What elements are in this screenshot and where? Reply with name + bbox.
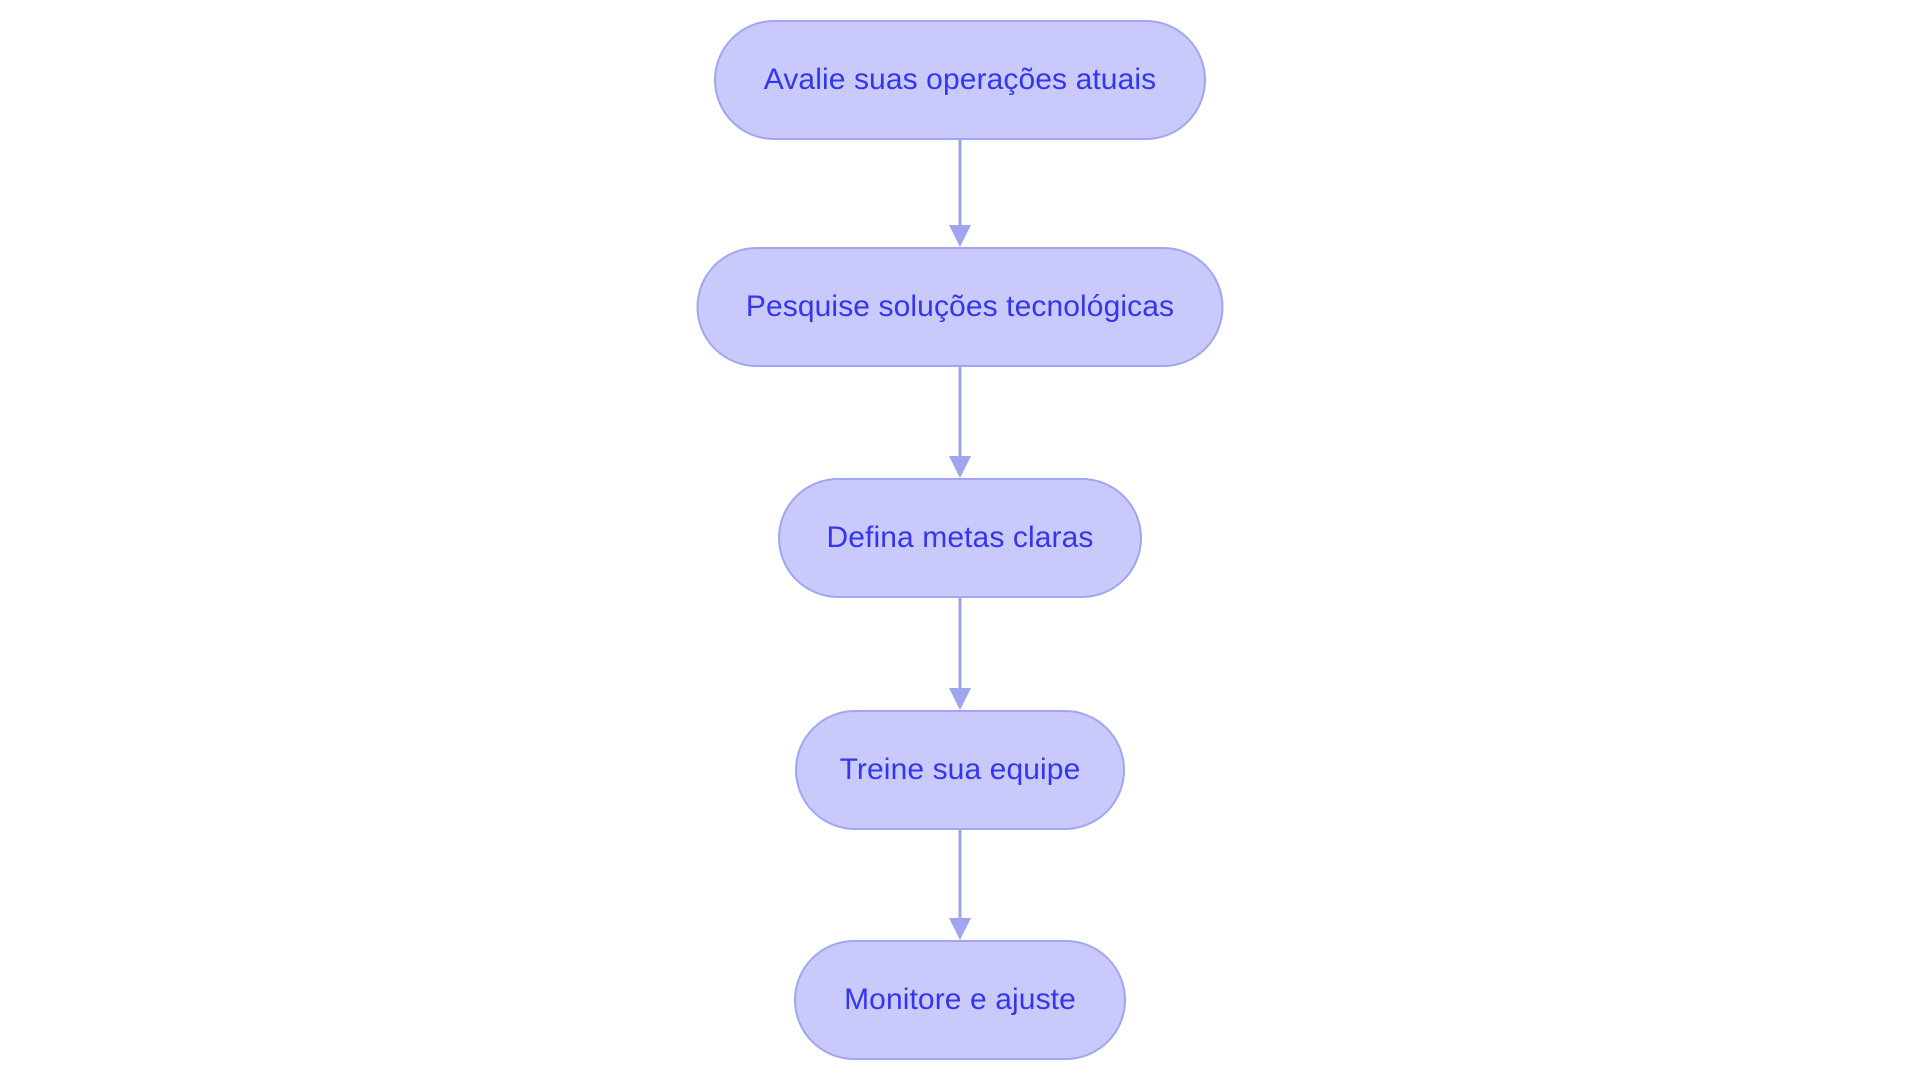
flowchart-node-3[interactable]: Defina metas claras	[778, 478, 1142, 598]
flowchart-connector-4-to-5	[948, 830, 972, 940]
flowchart-node-5[interactable]: Monitore e ajuste	[794, 940, 1126, 1060]
flowchart-node-3-label: Defina metas claras	[826, 521, 1094, 554]
flowchart-node-1[interactable]: Avalie suas operações atuais	[714, 20, 1206, 140]
arrow-down-icon	[949, 456, 971, 478]
connector-line	[958, 598, 962, 688]
connector-line	[958, 140, 962, 225]
arrow-down-icon	[949, 688, 971, 710]
arrow-down-icon	[949, 918, 971, 940]
flowchart-connector-1-to-2	[948, 140, 972, 247]
connector-line	[958, 367, 962, 456]
flowchart-connector-2-to-3	[948, 367, 972, 478]
arrow-down-icon	[949, 225, 971, 247]
flowchart-node-4-label: Treine sua equipe	[839, 753, 1081, 786]
flowchart-node-5-label: Monitore e ajuste	[844, 983, 1076, 1016]
flowchart-node-2[interactable]: Pesquise soluções tecnológicas	[696, 247, 1224, 367]
flowchart-node-4[interactable]: Treine sua equipe	[795, 710, 1125, 830]
flowchart-connector-3-to-4	[948, 598, 972, 710]
flowchart-node-2-label: Pesquise soluções tecnológicas	[745, 290, 1175, 323]
connector-line	[958, 830, 962, 918]
flowchart-node-1-label: Avalie suas operações atuais	[763, 63, 1157, 96]
